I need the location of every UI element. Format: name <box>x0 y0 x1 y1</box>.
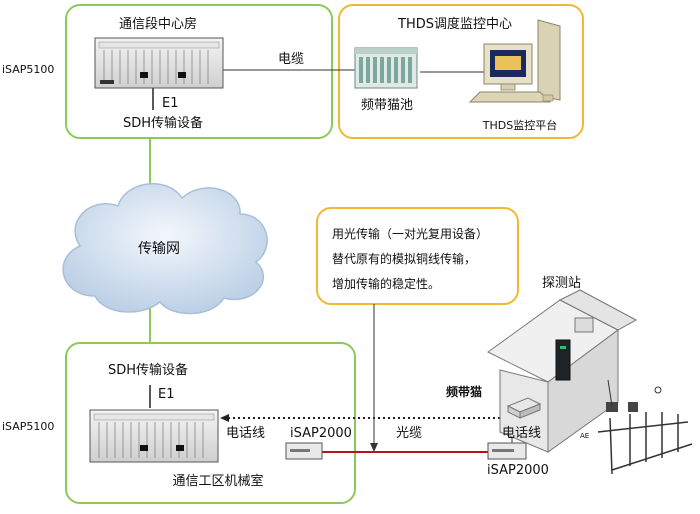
note-arrowhead <box>370 443 378 452</box>
phone-line-arrowhead <box>220 414 229 422</box>
bottom-room-title: 通信工区机械室 <box>172 473 263 489</box>
modem-label: 频带猫 <box>446 384 482 399</box>
isap2000-right-unit-icon <box>487 442 527 460</box>
modem-icon <box>506 397 542 419</box>
network-cloud <box>62 183 268 315</box>
railway-track-icon <box>597 379 693 475</box>
detection-station-label: 探测站 <box>542 276 581 291</box>
thds-center-frame <box>338 4 584 139</box>
isap2000-left-label: iSAP2000 <box>290 426 352 441</box>
phone-line-right-label: 电话线 <box>502 426 541 441</box>
isap2000-right-label: iSAP2000 <box>487 463 549 478</box>
isap-bottom-label: iSAP5100 <box>2 420 54 433</box>
optical-cable-label: 光缆 <box>396 425 422 441</box>
note-line-2: 替代原有的模拟铜线传输， <box>332 251 476 266</box>
bottom-sdh-rack-icon <box>89 409 219 463</box>
note-line-3: 增加传输的稳定性。 <box>332 276 440 291</box>
isap2000-left-unit-icon <box>285 442 323 460</box>
phone-line-left-label: 电话线 <box>226 426 265 441</box>
thds-platform-label: THDS监控平台 <box>482 118 557 132</box>
modem-pool-icon <box>354 47 418 89</box>
e1-bottom-label: E1 <box>158 387 175 402</box>
detection-station-house-icon <box>487 289 638 453</box>
cable-label: 电缆 <box>278 51 304 67</box>
note-frame <box>316 207 519 305</box>
thds-computer-icon <box>468 19 561 103</box>
ae-label: AE <box>580 432 589 440</box>
bottom-room-frame <box>65 342 356 504</box>
thds-center-title: THDS调度监控中心 <box>397 16 512 32</box>
sdh-top-label: SDH传输设备 <box>123 115 203 131</box>
e1-top-label: E1 <box>162 96 179 111</box>
isap-top-label: iSAP5100 <box>2 63 54 76</box>
sdh-bottom-label: SDH传输设备 <box>108 362 188 378</box>
network-label: 传输网 <box>138 241 180 257</box>
modem-pool-label: 频带猫池 <box>361 98 413 113</box>
top-sdh-rack-icon <box>94 37 224 89</box>
top-room-frame <box>65 4 333 139</box>
top-room-title: 通信段中心房 <box>119 16 197 32</box>
note-line-1: 用光传输（一对光复用设备） <box>332 226 488 241</box>
